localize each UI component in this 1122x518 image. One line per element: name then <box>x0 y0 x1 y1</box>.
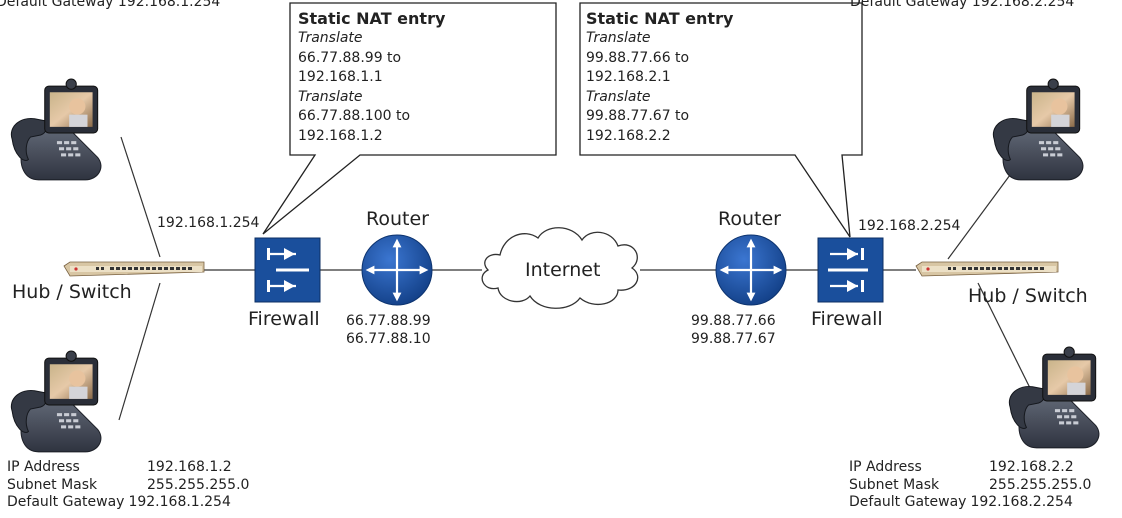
connection-lines <box>118 136 1031 421</box>
phone-network-info-right: IP Address 192.168.2.2 Subnet Mask 255.255… <box>849 459 1091 512</box>
subnet-mask-label: Subnet Mask <box>7 476 98 493</box>
nat-callout-right-shape <box>579 2 863 238</box>
ip-address-label: IP Address <box>849 459 922 475</box>
firewall-right-ip: 192.168.2.254 <box>858 218 961 234</box>
nat-title-left: Static NAT entry <box>298 9 446 28</box>
hub-switch-right-icon <box>915 261 1059 277</box>
default-gateway-value: 192.168.2.254 <box>970 494 1073 510</box>
router-right-icon <box>715 234 787 306</box>
ip-address-value: 192.168.2.2 <box>989 459 1074 475</box>
video-phone-right-top-icon <box>992 78 1084 181</box>
firewall-left-label: Firewall <box>248 308 320 330</box>
ip-address-value: 192.168.1.2 <box>147 459 232 475</box>
nat-translate-label: Translate <box>586 30 651 46</box>
nat-title-right: Static NAT entry <box>586 9 734 28</box>
default-gateway-label: Default Gateway <box>7 494 125 510</box>
firewall-left-icon <box>254 237 321 303</box>
hub-right-label: Hub / Switch <box>968 285 1088 307</box>
video-phone-left-top-icon <box>10 78 102 181</box>
nat-to: 192.168.2.2 <box>586 127 671 144</box>
subnet-mask-value: 255.255.255.0 <box>989 476 1092 493</box>
subnet-mask-value: 255.255.255.0 <box>147 476 250 493</box>
nat-translate-label: Translate <box>298 88 363 105</box>
firewall-right-label: Firewall <box>811 308 883 330</box>
video-phone-left-bottom-icon <box>10 350 102 453</box>
nat-from: 66.77.88.100 to <box>298 108 411 124</box>
nat-to: 192.168.1.2 <box>298 127 383 144</box>
nat-from: 99.88.77.67 to <box>586 108 690 124</box>
router-left-icon <box>361 234 433 306</box>
subnet-mask-label: Subnet Mask <box>849 476 940 493</box>
link-left-phone-top <box>120 136 161 258</box>
nat-callout-right: Static NAT entry Translate 99.88.77.66 t… <box>586 9 733 146</box>
nat-translate-label: Translate <box>586 88 651 105</box>
router-left-ip-1: 66.77.88.99 <box>346 313 431 329</box>
phone-network-info-left: IP Address 192.168.1.2 Subnet Mask 255.255… <box>7 459 249 512</box>
top-left-gateway-fragment: Default Gateway 192.168.1.254 <box>0 0 221 10</box>
router-left-label: Router <box>366 208 429 230</box>
firewall-right-icon <box>817 237 884 303</box>
nat-translate-label: Translate <box>298 30 363 46</box>
router-right-ip-1: 99.88.77.66 <box>691 313 776 329</box>
nat-callout-left: Static NAT entry Translate 66.77.88.99 t… <box>298 9 445 146</box>
link-right-phone-top <box>947 174 1011 260</box>
default-gateway-label: Default Gateway <box>849 494 967 510</box>
video-phone-right-bottom-icon <box>1008 346 1100 449</box>
internet-label: Internet <box>525 259 601 281</box>
nat-from: 66.77.88.99 to <box>298 49 402 66</box>
nat-to: 192.168.1.1 <box>298 69 383 85</box>
firewall-left-ip: 192.168.1.254 <box>157 215 260 231</box>
link-left-phone-bottom <box>118 282 161 421</box>
hub-left-label: Hub / Switch <box>12 281 132 303</box>
top-right-gateway-fragment: Default Gateway 192.168.2.254 <box>850 0 1075 10</box>
router-right-label: Router <box>718 208 781 230</box>
nat-to: 192.168.2.1 <box>586 69 671 85</box>
link-right-phone-bottom <box>977 282 1031 389</box>
hub-switch-left-icon <box>63 261 205 277</box>
nat-callout-left-shape <box>262 2 557 235</box>
router-left-ip-2: 66.77.88.10 <box>346 331 431 347</box>
router-right-ip-2: 99.88.77.67 <box>691 331 776 347</box>
ip-address-label: IP Address <box>7 459 80 475</box>
internet-cloud-icon <box>481 227 639 309</box>
nat-from: 99.88.77.66 to <box>586 49 690 66</box>
default-gateway-value: 192.168.1.254 <box>128 494 231 510</box>
